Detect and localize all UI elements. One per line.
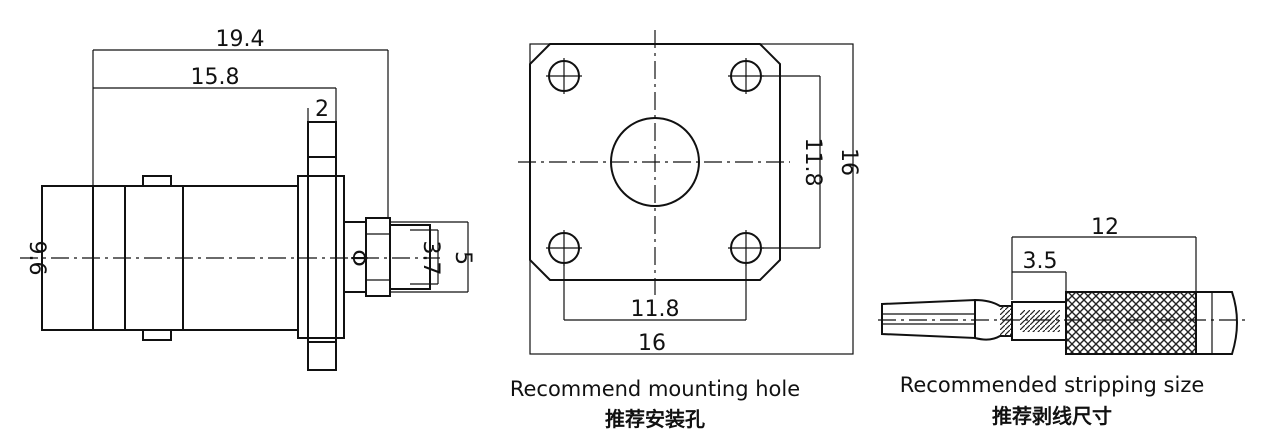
stripping-caption-cn: 推荐剥线尺寸 (992, 404, 1112, 428)
dim-flange-height: 16 (836, 148, 861, 176)
bayonet-lug-bottom (142, 329, 172, 341)
dim-strip-length: 12 (1091, 215, 1119, 240)
dim-conductor-length: 3.5 (1023, 249, 1058, 274)
conductor-tip (881, 298, 976, 340)
mounting-caption-cn: 推荐安装孔 (605, 407, 705, 431)
mounting-hole-top-left (546, 58, 582, 94)
rear-bore (389, 224, 431, 290)
bayonet-lug-top (142, 175, 172, 187)
dim-flange-thickness: 2 (315, 97, 329, 122)
center-bore-hole (610, 117, 700, 207)
dim-body-diameter: 9.6 (24, 241, 49, 276)
dim-flange-width: 16 (638, 331, 666, 356)
dim-tail-diameter: 5 (450, 251, 475, 265)
dim-bore-diameter: 3.7 (418, 241, 443, 276)
connector-side-view: 19.4 15.8 2 9.6 Φ 3.7 5 (20, 27, 475, 371)
mounting-hole-top-right (728, 58, 764, 94)
flange-square (529, 43, 781, 281)
flange-base (297, 175, 345, 339)
mounting-hole-bottom-right (728, 230, 764, 266)
dim-body-length: 15.8 (191, 65, 240, 90)
mounting-hole-view: 11.8 16 11.8 16 Recommend mounting hole … (510, 30, 861, 431)
flange-outline-frame (529, 43, 854, 355)
dim-hole-spacing-vertical: 11.8 (800, 138, 825, 187)
dim-pin-diameter: Φ (345, 249, 370, 266)
mounting-hole-bottom-left (546, 230, 582, 266)
outer-jacket (1195, 291, 1238, 355)
dim-overall-length: 19.4 (216, 27, 265, 52)
dim-hole-spacing-horizontal: 11.8 (631, 297, 680, 322)
flange-plate (307, 121, 337, 371)
braided-shield (1065, 291, 1197, 355)
stripping-view: 12 3.5 Recommended stripping size 推荐剥线尺寸 (878, 215, 1250, 428)
stripping-caption-en: Recommended stripping size (900, 373, 1205, 397)
mounting-caption-en: Recommend mounting hole (510, 377, 800, 401)
